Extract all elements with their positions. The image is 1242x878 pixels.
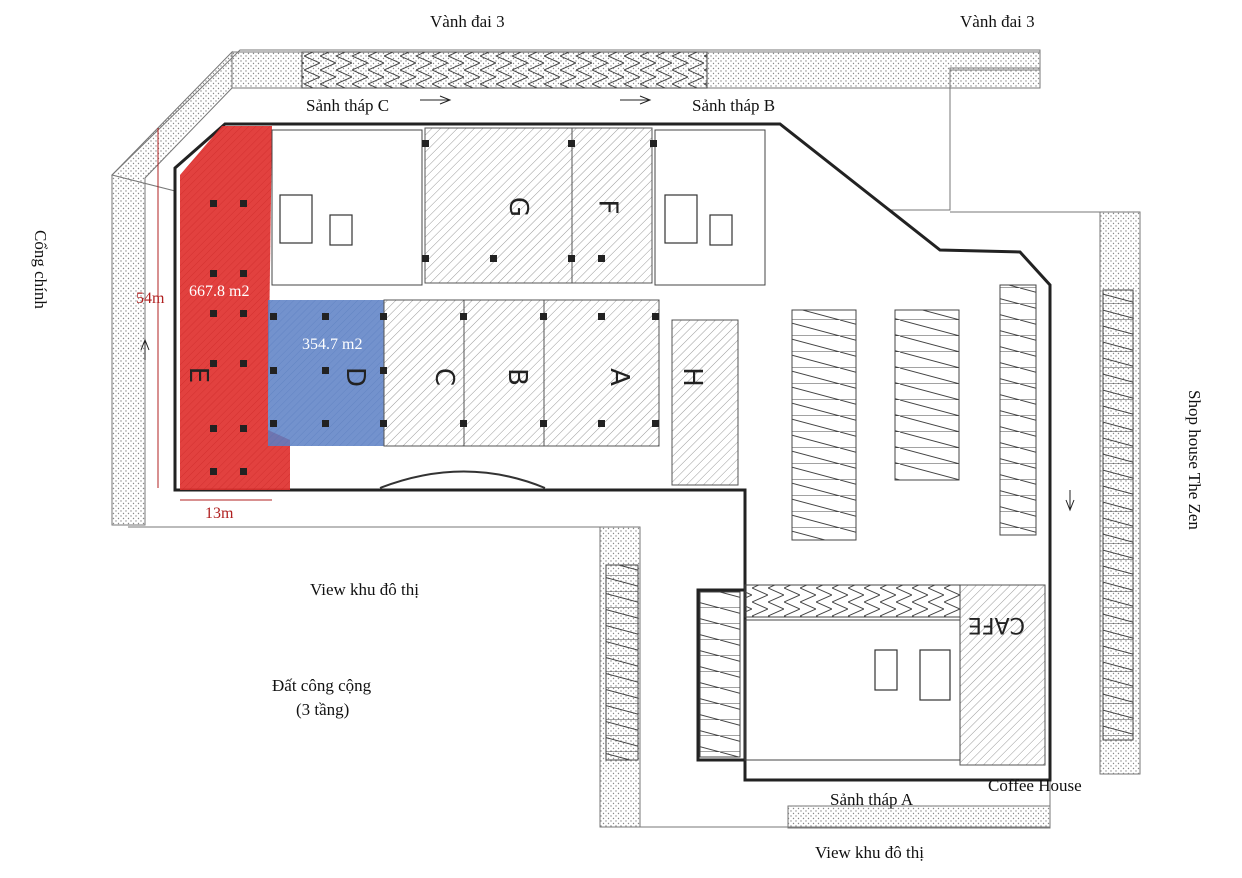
core-c xyxy=(271,129,423,286)
unit-h xyxy=(671,319,739,486)
unit-e-area: 667.8 m2 xyxy=(189,283,250,300)
unit-c xyxy=(383,299,465,447)
lobby-b-label: Sảnh tháp B xyxy=(692,96,776,115)
left-dotted-band xyxy=(111,50,233,526)
cafe-letter: CAFE xyxy=(968,612,1025,637)
height-dimension: 54m xyxy=(136,290,165,307)
unit-b xyxy=(463,299,545,447)
unit-d-area: 354.7 m2 xyxy=(302,336,363,353)
unit-f xyxy=(571,127,653,284)
main-entrance xyxy=(379,470,546,489)
lobby-c-label: Sảnh tháp C xyxy=(306,96,390,115)
unit-c-letter: C xyxy=(429,367,460,387)
unit-h-letter: H xyxy=(676,367,707,387)
width-dimension: 13m xyxy=(205,505,234,522)
lobby-a-label: Sảnh tháp A xyxy=(830,790,914,809)
public-land-label: Đất công cộng xyxy=(272,676,372,695)
unit-cafe xyxy=(959,584,1046,766)
unit-g-letter: G xyxy=(503,196,534,218)
unit-d-letter: D xyxy=(340,366,371,388)
coffee-house-label: Coffee House xyxy=(988,776,1082,795)
unit-g xyxy=(424,127,573,284)
ring-road-label-left: Vành đai 3 xyxy=(430,12,505,31)
unit-f-letter: F xyxy=(592,199,623,215)
core-a xyxy=(744,619,961,761)
ring-road-label-right: Vành đai 3 xyxy=(960,12,1035,31)
core-b xyxy=(654,129,766,286)
view-urban-bottom: View khu đô thị xyxy=(815,843,924,862)
public-land-floors: (3 tầng) xyxy=(296,700,350,719)
view-urban-mid: View khu đô thị xyxy=(310,580,419,599)
unit-a-letter: A xyxy=(603,368,634,386)
unit-b-letter: B xyxy=(501,368,532,386)
unit-e-letter: E xyxy=(183,366,214,384)
main-gate-label: Cổng chính xyxy=(31,230,50,309)
shop-house-label: Shop house The Zen xyxy=(1185,390,1204,530)
